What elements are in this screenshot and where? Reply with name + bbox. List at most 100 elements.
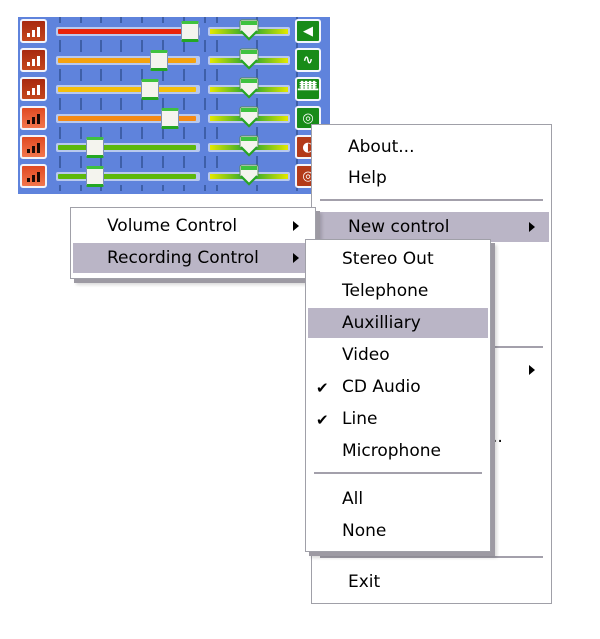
volume-bars-icon[interactable] (20, 19, 47, 43)
keyboard-icon[interactable]: ᚙ (295, 77, 321, 101)
slider-tick (120, 17, 122, 23)
menu-item-label: Help (348, 168, 387, 188)
slider-tick (204, 46, 206, 52)
balance-tick (296, 69, 298, 75)
new-control-submenu: Volume Control Recording Control (70, 207, 316, 279)
volume-slider-thumb[interactable] (160, 108, 179, 129)
recording-item-microphone[interactable]: Microphone (308, 436, 488, 466)
volume-bars-icon[interactable] (20, 164, 47, 188)
balance-slider-thumb[interactable] (239, 19, 259, 41)
slider-tick (59, 69, 61, 75)
menu-item-label: Microphone (342, 441, 441, 461)
slider-tick (100, 127, 102, 133)
menu-item-volume-control[interactable]: Volume Control (73, 211, 313, 241)
slider-tick (204, 69, 206, 75)
volume-slider-track[interactable] (58, 116, 196, 121)
slider-tick (120, 156, 122, 162)
slider-tick (162, 46, 164, 52)
balance-slider-thumb[interactable] (239, 48, 259, 70)
menu-item-about[interactable]: About... (314, 132, 549, 162)
balance-tick (256, 69, 258, 75)
volume-bars-icon[interactable] (20, 77, 47, 101)
volume-slider-thumb[interactable] (141, 79, 160, 100)
slider-tick (183, 69, 185, 75)
menu-separator (320, 556, 543, 558)
slider-tick (204, 133, 206, 139)
mixer-row-line-in: ◐ (18, 133, 330, 162)
slider-tick (80, 46, 82, 52)
slider-tick (120, 133, 122, 139)
balance-tick (296, 185, 298, 191)
menu-item-recording-control[interactable]: Recording Control (73, 243, 313, 273)
volume-slider-track[interactable] (58, 87, 196, 92)
slider-tick (141, 40, 143, 46)
slider-tick (59, 156, 61, 162)
slider-tick (141, 69, 143, 75)
volume-bars-icon[interactable] (20, 106, 47, 130)
slider-tick (162, 133, 164, 139)
volume-slider-track[interactable] (58, 174, 196, 179)
recording-item-telephone[interactable]: Telephone (308, 276, 488, 306)
volume-slider-thumb[interactable] (149, 50, 168, 71)
checkmark-icon: ✔ (316, 379, 329, 397)
volume-slider-thumb[interactable] (181, 21, 200, 42)
volume-bar (27, 91, 30, 95)
volume-slider-track[interactable] (58, 29, 196, 34)
volume-bars-icon[interactable] (20, 135, 47, 159)
balance-tick (216, 162, 218, 168)
menu-item-label: Recording Control (107, 248, 259, 268)
volume-bar (32, 59, 35, 66)
balance-tick (256, 98, 258, 104)
recording-item-all[interactable]: All (308, 484, 488, 514)
recording-item-stereo-out[interactable]: Stereo Out (308, 244, 488, 274)
menu-item-label: Exit (348, 572, 381, 592)
slider-tick (183, 156, 185, 162)
balance-slider-thumb[interactable] (239, 135, 259, 157)
slider-tick (183, 17, 185, 23)
balance-tick (216, 127, 218, 133)
volume-slider-thumb[interactable] (86, 166, 105, 187)
cd-icon[interactable]: ◎ (295, 106, 321, 130)
submenu-arrow-icon (293, 221, 299, 231)
slider-tick (204, 75, 206, 81)
recording-item-cd-audio[interactable]: ✔CD Audio (308, 372, 488, 402)
menu-item-label: New control (348, 217, 450, 237)
balance-tick (216, 17, 218, 23)
slider-tick (100, 69, 102, 75)
menu-item-label: About... (348, 137, 415, 157)
hidden-item-ellipsis: .. (492, 427, 503, 447)
slider-tick (100, 98, 102, 104)
slider-tick (183, 104, 185, 110)
menu-item-label: Video (342, 345, 390, 365)
recording-item-line[interactable]: ✔Line (308, 404, 488, 434)
volume-bar (32, 117, 35, 124)
menu-item-exit[interactable]: Exit (314, 567, 549, 597)
recording-item-video[interactable]: Video (308, 340, 488, 370)
slider-tick (59, 127, 61, 133)
slider-tick (59, 162, 61, 168)
mixer-row-cd-audio: ◎ (18, 104, 330, 133)
slider-tick (59, 17, 61, 23)
balance-tick (216, 75, 218, 81)
volume-slider-thumb[interactable] (86, 137, 105, 158)
volume-slider-track[interactable] (58, 145, 196, 150)
volume-bar (37, 143, 40, 153)
volume-slider-track[interactable] (58, 58, 196, 63)
volume-bars-icon[interactable] (20, 48, 47, 72)
balance-slider-thumb[interactable] (239, 77, 259, 99)
speaker-icon[interactable]: ◀ (295, 19, 321, 43)
balance-slider-thumb[interactable] (239, 106, 259, 128)
waveform-icon[interactable]: ∿ (295, 48, 321, 72)
menu-item-help[interactable]: Help (314, 163, 549, 193)
slider-tick (120, 104, 122, 110)
slider-tick (141, 75, 143, 81)
recording-item-auxilliary[interactable]: Auxilliary (308, 308, 488, 338)
menu-item-new-control[interactable]: New control (314, 212, 549, 242)
slider-tick (100, 104, 102, 110)
balance-tick (216, 156, 218, 162)
mixer-row-master-volume: ◀ (18, 17, 330, 46)
recording-item-none[interactable]: None (308, 516, 488, 546)
balance-slider-thumb[interactable] (239, 164, 259, 186)
slider-tick (100, 17, 102, 23)
slider-tick (100, 46, 102, 52)
